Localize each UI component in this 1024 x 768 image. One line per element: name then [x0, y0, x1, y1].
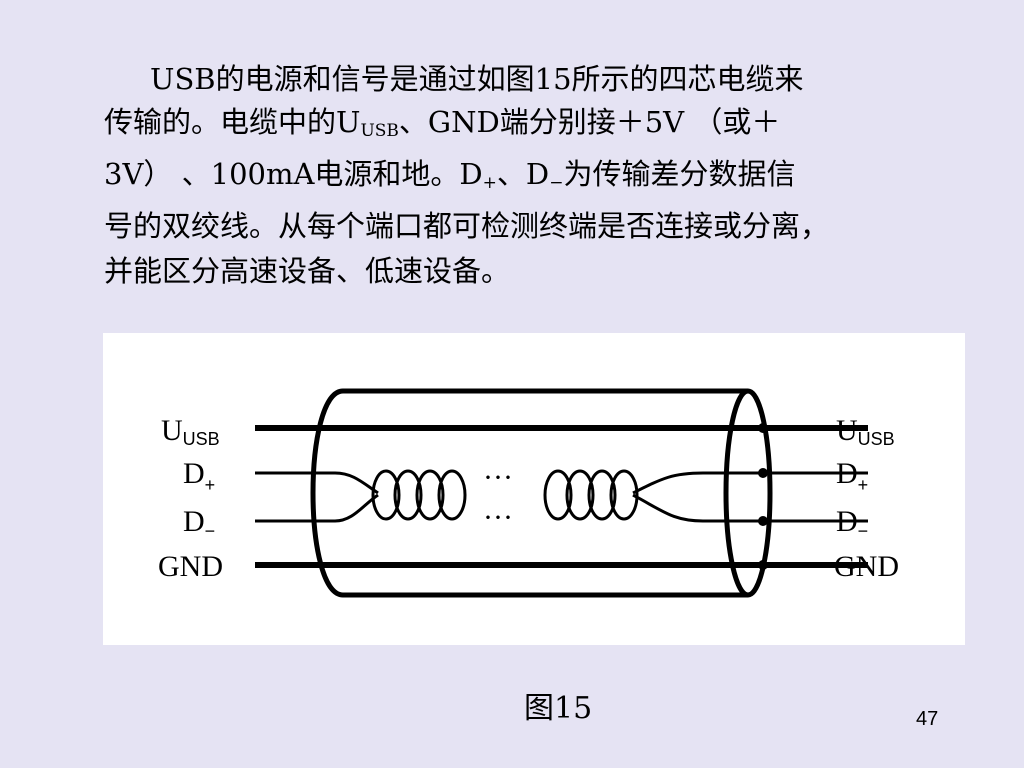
paragraph-line-2: 传输的。电缆中的UUSB、GND端分别接＋5V （或＋ — [104, 101, 944, 153]
label-left-dplus: D+ — [183, 457, 215, 495]
label-left-gnd: GND — [158, 550, 223, 583]
label-left-dminus: D− — [183, 505, 215, 541]
cable-left-end — [310, 388, 344, 598]
line3-text-c: 为传输差分数据信 — [563, 157, 796, 191]
twisted-pair-left — [371, 469, 467, 521]
line2-text-a: 传输的。电缆中的U — [104, 105, 361, 139]
figure-caption: 图15 — [524, 691, 593, 726]
label-right-dminus: D− — [836, 505, 868, 541]
paragraph-line-4: 号的双绞线。从每个端口都可检测终端是否连接或分离， — [104, 209, 830, 243]
label-right-gnd: GND — [834, 550, 899, 583]
body-paragraph: USB的电源和信号是通过如图15所示的四芯电缆来 传输的。电缆中的UUSB、GN… — [104, 58, 944, 293]
twisted-pair-right — [543, 469, 639, 521]
line2-text-b: 、GND端分别接＋5V （或＋ — [398, 105, 781, 139]
usb-cable-diagram: ··· ··· UUSB D+ D− GND UUSB D+ D− GND — [158, 388, 899, 598]
ellipsis-upper: ··· — [483, 461, 513, 494]
label-left-uusb: UUSB — [161, 414, 220, 449]
usb-cable-figure: ··· ··· UUSB D+ D− GND UUSB D+ D− GND — [103, 333, 965, 645]
wire-dplus — [255, 471, 868, 495]
line3-text-b: 、D — [496, 157, 550, 191]
ellipsis-lower: ··· — [483, 501, 513, 534]
paragraph-line-5: 并能区分高速设备、低速设备。 — [104, 254, 511, 288]
page-number: 47 — [916, 708, 939, 730]
label-right-dplus: D+ — [836, 457, 868, 495]
line3-subscript-minus: − — [549, 173, 564, 193]
line3-text-a: 3V） 、100mA电源和地。D — [104, 157, 483, 191]
line3-subscript-plus: + — [482, 173, 497, 193]
right-connection-dots — [758, 423, 768, 570]
paragraph-line-3: 3V） 、100mA电源和地。D+、D−为传输差分数据信 — [104, 153, 944, 205]
line2-subscript: USB — [360, 121, 399, 141]
cable-right-end — [723, 388, 773, 598]
paragraph-line-1: USB的电源和信号是通过如图15所示的四芯电缆来 — [150, 62, 804, 96]
label-right-uusb: UUSB — [836, 414, 895, 449]
